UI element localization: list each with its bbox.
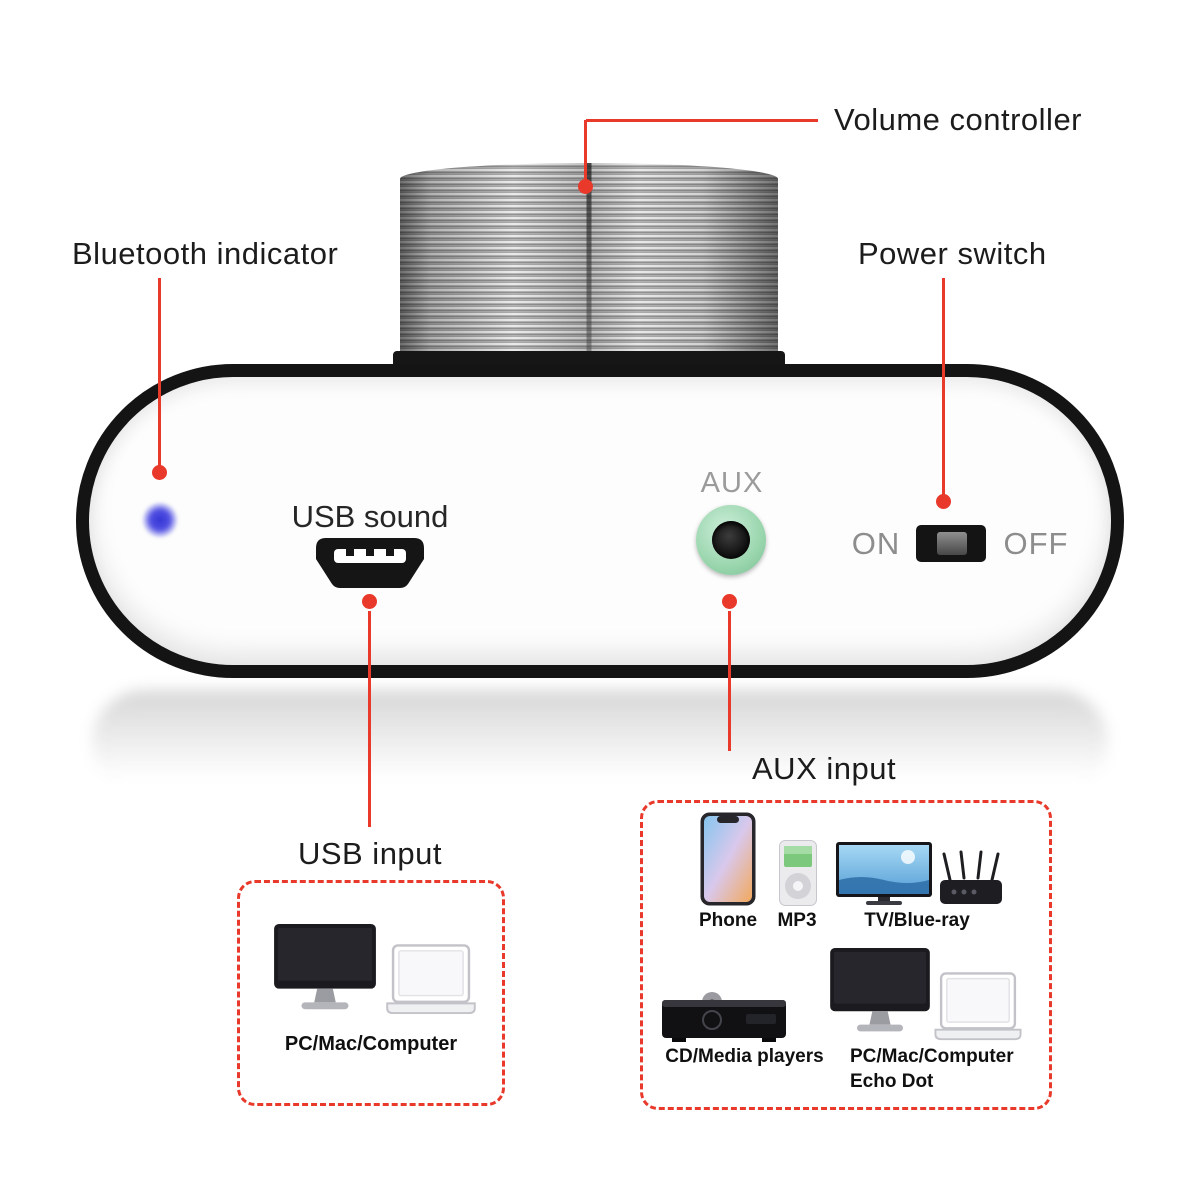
bluetooth-led [142, 502, 178, 538]
aux-callout-dot [722, 594, 737, 609]
power-callout-label: Power switch [858, 236, 1047, 271]
desktop-monitor-icon [274, 924, 376, 1018]
laptop-icon [934, 972, 1022, 1042]
volume-callout-hline [586, 119, 818, 122]
phone-label: Phone [698, 910, 758, 931]
mp3-label: MP3 [777, 910, 817, 931]
router-icon [940, 850, 1002, 906]
power-on-label: ON [851, 526, 901, 561]
volume-knob-indicator [586, 163, 592, 365]
bluetooth-callout-dot [152, 465, 167, 480]
usb-box-caption: PC/Mac/Computer [284, 1033, 458, 1055]
desktop-monitor-icon [830, 948, 930, 1040]
volume-knob [400, 163, 778, 365]
amplifier-body [76, 364, 1124, 678]
device-reflection [92, 690, 1108, 795]
laptop-icon [386, 944, 476, 1016]
usb-port-label: USB sound [291, 499, 449, 534]
power-switch-icon [916, 525, 986, 562]
echo-dot-label: Echo Dot [850, 1071, 934, 1092]
aux-jack-label: AUX [700, 467, 764, 499]
volume-callout-vline [584, 120, 587, 182]
aux-callout-label: AUX input [752, 751, 897, 786]
bluetooth-callout-vline [158, 278, 161, 466]
mp3-player-icon [779, 840, 817, 906]
micro-usb-port-icon [312, 537, 428, 589]
usb-callout-vline [368, 611, 371, 827]
bluetooth-callout-label: Bluetooth indicator [72, 236, 339, 271]
cd-player-icon [662, 992, 786, 1042]
tv-bluray-label: TV/Blue-ray [864, 910, 970, 931]
aux-callout-vline [728, 611, 731, 751]
pc-mac-label: PC/Mac/Computer [850, 1046, 1014, 1067]
power-off-label: OFF [1003, 526, 1069, 561]
cd-media-label: CD/Media players [665, 1046, 824, 1067]
volume-callout-dot [578, 179, 593, 194]
aux-jack-icon [696, 505, 766, 575]
power-switch-actuator [937, 532, 967, 555]
smartphone-icon [700, 812, 756, 906]
usb-callout-label: USB input [297, 836, 443, 871]
aux-jack-hole [712, 521, 750, 559]
tv-icon [836, 842, 932, 906]
volume-callout-label: Volume controller [834, 102, 1083, 137]
usb-callout-dot [362, 594, 377, 609]
power-callout-vline [942, 278, 945, 496]
power-callout-dot [936, 494, 951, 509]
